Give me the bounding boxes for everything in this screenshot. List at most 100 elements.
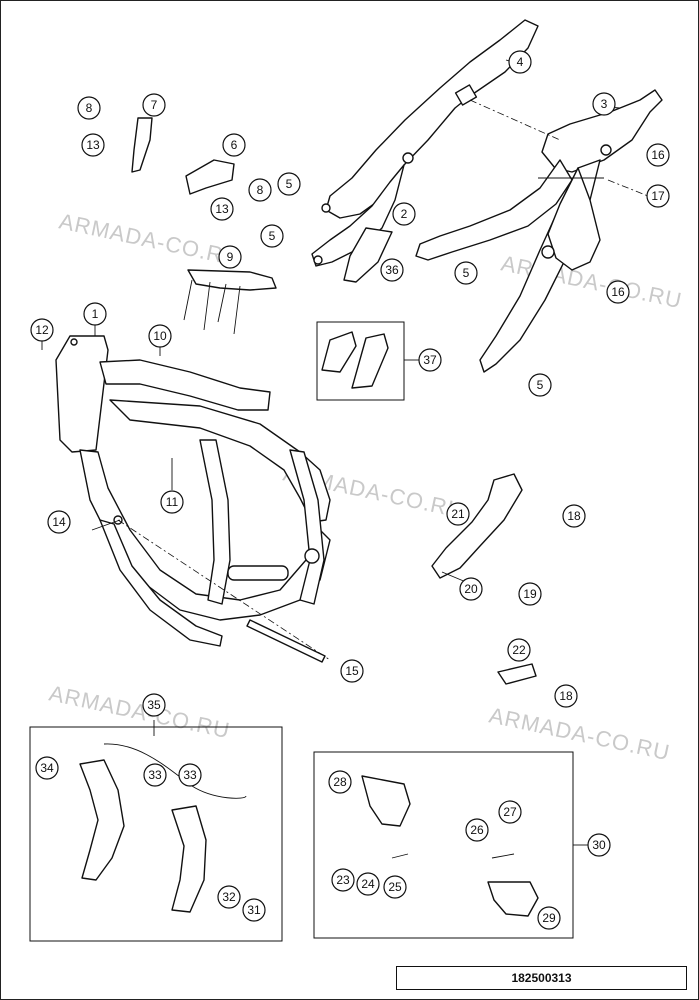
callout-22: 22 bbox=[507, 638, 531, 662]
svg-text:36: 36 bbox=[385, 263, 399, 277]
callout-36: 36 bbox=[380, 258, 404, 282]
axle-leader bbox=[117, 519, 331, 661]
callout-20: 20 bbox=[459, 577, 483, 601]
callout-5-c: 5 bbox=[454, 261, 478, 285]
svg-text:16: 16 bbox=[611, 285, 625, 299]
bracket-6 bbox=[185, 159, 235, 195]
svg-text:21: 21 bbox=[451, 507, 465, 521]
svg-text:32: 32 bbox=[222, 890, 236, 904]
callout-37: 37 bbox=[418, 348, 442, 372]
callout-32: 32 bbox=[217, 885, 241, 909]
svg-text:13: 13 bbox=[86, 138, 100, 152]
callout-33-a: 33 bbox=[143, 763, 167, 787]
footrest-pin bbox=[391, 853, 409, 859]
callout-1: 1 bbox=[83, 302, 107, 326]
svg-text:5: 5 bbox=[269, 229, 276, 243]
footrest-pin-2 bbox=[491, 853, 515, 859]
callout-30: 30 bbox=[587, 833, 611, 857]
sticker-left bbox=[321, 331, 357, 373]
footrest-right bbox=[487, 881, 539, 917]
callout-19: 19 bbox=[518, 582, 542, 606]
svg-text:12: 12 bbox=[35, 323, 49, 337]
callout-14: 14 bbox=[47, 510, 71, 534]
svg-text:24: 24 bbox=[361, 877, 375, 891]
callout-34: 34 bbox=[35, 756, 59, 780]
callout-35: 35 bbox=[142, 693, 166, 717]
callout-5-a: 5 bbox=[277, 172, 301, 196]
footrest-left bbox=[361, 775, 411, 827]
svg-text:11: 11 bbox=[166, 495, 179, 509]
subframe-rear bbox=[415, 89, 663, 373]
sticker-right bbox=[351, 333, 389, 389]
group-box-stickers bbox=[316, 321, 405, 401]
svg-text:26: 26 bbox=[470, 823, 484, 837]
svg-text:2: 2 bbox=[401, 207, 408, 221]
callout-13-b: 13 bbox=[210, 197, 234, 221]
callout-3: 3 bbox=[592, 92, 616, 116]
svg-text:3: 3 bbox=[601, 97, 608, 111]
svg-text:34: 34 bbox=[40, 761, 54, 775]
callout-18-b: 18 bbox=[554, 684, 578, 708]
svg-text:33: 33 bbox=[183, 768, 197, 782]
swingarm-pivot-bolt bbox=[246, 619, 326, 663]
svg-text:4: 4 bbox=[517, 55, 524, 69]
svg-text:16: 16 bbox=[651, 148, 665, 162]
svg-text:37: 37 bbox=[423, 353, 437, 367]
svg-text:20: 20 bbox=[464, 582, 478, 596]
callout-28: 28 bbox=[328, 770, 352, 794]
svg-text:9: 9 bbox=[227, 250, 234, 264]
svg-text:5: 5 bbox=[537, 378, 544, 392]
svg-text:35: 35 bbox=[147, 698, 161, 712]
svg-text:8: 8 bbox=[257, 183, 264, 197]
callout-6: 6 bbox=[222, 133, 246, 157]
svg-text:33: 33 bbox=[148, 768, 162, 782]
callout-10: 10 bbox=[148, 324, 172, 348]
svg-text:22: 22 bbox=[512, 643, 526, 657]
svg-text:19: 19 bbox=[523, 587, 537, 601]
upper-bracket bbox=[183, 269, 277, 335]
sidestand-bracket bbox=[431, 473, 523, 579]
callout-12: 12 bbox=[30, 318, 54, 342]
svg-text:7: 7 bbox=[151, 98, 158, 112]
svg-text:17: 17 bbox=[651, 189, 665, 203]
callout-21: 21 bbox=[446, 502, 470, 526]
protector-strap bbox=[103, 743, 247, 799]
watermark: ARMADA-CO.RU bbox=[487, 702, 673, 765]
svg-text:25: 25 bbox=[388, 880, 402, 894]
callout-25: 25 bbox=[383, 875, 407, 899]
main-frame bbox=[55, 335, 331, 647]
svg-text:30: 30 bbox=[592, 838, 606, 852]
callout-26: 26 bbox=[465, 818, 489, 842]
callout-4: 4 bbox=[508, 50, 532, 74]
bracket-7 bbox=[131, 117, 153, 173]
frame-protector-right bbox=[171, 805, 207, 913]
svg-text:29: 29 bbox=[542, 911, 556, 925]
callout-5-b: 5 bbox=[260, 224, 284, 248]
svg-text:18: 18 bbox=[559, 689, 573, 703]
svg-text:23: 23 bbox=[336, 873, 350, 887]
callout-33-b: 33 bbox=[178, 763, 202, 787]
watermarks: ARMADA-CO.RU ARMADA-CO.RU ARMADA-CO.RU A… bbox=[47, 208, 685, 765]
svg-text:13: 13 bbox=[215, 202, 229, 216]
callout-2: 2 bbox=[392, 202, 416, 226]
callout-9: 9 bbox=[218, 245, 242, 269]
svg-text:10: 10 bbox=[153, 329, 167, 343]
callout-29: 29 bbox=[537, 906, 561, 930]
svg-text:6: 6 bbox=[231, 138, 238, 152]
svg-text:5: 5 bbox=[463, 266, 470, 280]
callout-8-b: 8 bbox=[248, 178, 272, 202]
callout-23: 23 bbox=[331, 868, 355, 892]
subframe-upper-rail bbox=[311, 19, 539, 267]
callout-16-b: 16 bbox=[606, 280, 630, 304]
svg-text:8: 8 bbox=[86, 101, 93, 115]
callout-11: 11 bbox=[160, 490, 184, 514]
guard-2 bbox=[343, 227, 393, 283]
callout-27: 27 bbox=[498, 800, 522, 824]
frame-protector-left bbox=[79, 759, 125, 881]
callout-7: 7 bbox=[142, 93, 166, 117]
callout-18-a: 18 bbox=[562, 504, 586, 528]
svg-text:5: 5 bbox=[286, 177, 293, 191]
callout-5-d: 5 bbox=[528, 373, 552, 397]
part-22 bbox=[497, 663, 537, 685]
